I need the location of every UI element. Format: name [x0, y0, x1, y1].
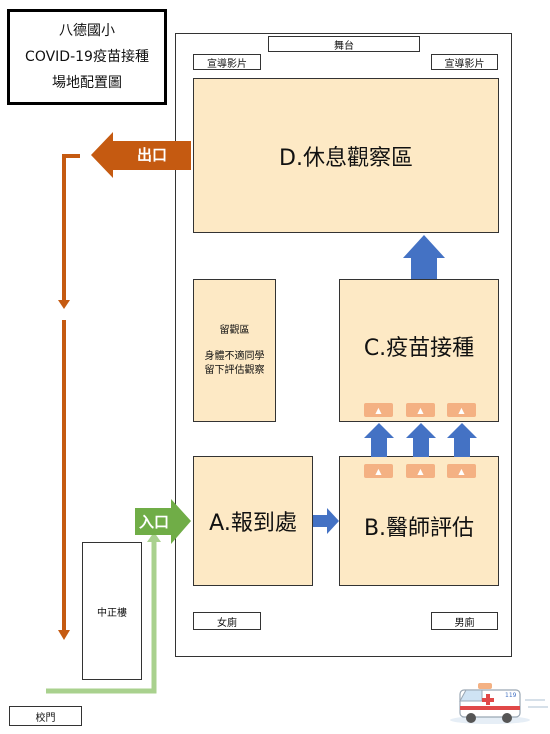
- person-desk-icon: ▲: [447, 403, 476, 417]
- flow-arrow-checkin-to-doctor: [313, 508, 339, 534]
- promo-screen-right: 宣導影片: [431, 54, 498, 70]
- flow-arrow-doctor-to-vaccine-1: [364, 423, 394, 457]
- exit-route-arrowhead-upper: [58, 300, 70, 309]
- ambulance-icon: [450, 683, 548, 724]
- flow-arrow-doctor-to-vaccine-3: [447, 423, 477, 457]
- observation-note-line2: 留下評估觀察: [204, 364, 265, 376]
- zone-rest-label: D.休息觀察區: [279, 145, 413, 171]
- person-desk-icon: ▲: [364, 403, 393, 417]
- zone-checkin: A.報到處: [193, 456, 313, 586]
- title-line-2: COVID-19疫苗接種: [25, 49, 149, 65]
- person-desk-icon: ▲: [447, 464, 476, 478]
- entrance-path-head: [147, 532, 161, 542]
- zone-doctor-label: B.醫師評估: [363, 516, 475, 541]
- person-desk-icon: ▲: [364, 464, 393, 478]
- zone-vaccination: C.疫苗接種: [339, 279, 499, 422]
- entrance-path: [46, 537, 157, 694]
- restroom-male: 男廁: [431, 612, 498, 630]
- flow-arrow-doctor-to-vaccine-2: [406, 423, 436, 457]
- exit-route-arrowhead-lower: [58, 630, 70, 640]
- exit-route-line-upper: [62, 154, 80, 302]
- entrance-label: 入口: [138, 513, 169, 531]
- observation-title: 留觀區: [219, 324, 250, 336]
- restroom-female: 女廁: [193, 612, 261, 630]
- stage-label: 舞台: [268, 36, 420, 52]
- title-line-3: 場地配置圖: [52, 75, 122, 91]
- entrance-arrow: [135, 499, 191, 544]
- flow-arrow-vaccine-to-rest: [403, 235, 445, 279]
- map-title: 八德國小 COVID-19疫苗接種 場地配置圖: [7, 9, 167, 105]
- exit-label: 出口: [136, 146, 167, 164]
- building-zhongzheng: 中正樓: [82, 542, 142, 680]
- zone-vaccination-label: C.疫苗接種: [363, 335, 475, 361]
- person-desk-icon: ▲: [406, 464, 435, 478]
- promo-screen-left: 宣導影片: [193, 54, 261, 70]
- observation-note-line1: 身體不適同學: [204, 350, 265, 362]
- ambulance-number: 119: [505, 692, 517, 699]
- title-line-1: 八德國小: [59, 23, 115, 39]
- zone-observation: 留觀區 身體不適同學 留下評估觀察: [193, 279, 276, 422]
- zone-rest-observation: D.休息觀察區: [193, 78, 499, 233]
- person-desk-icon: ▲: [406, 403, 435, 417]
- exit-arrow: [91, 132, 191, 178]
- school-gate: 校門: [9, 706, 82, 726]
- zone-checkin-label: A.報到處: [209, 511, 297, 536]
